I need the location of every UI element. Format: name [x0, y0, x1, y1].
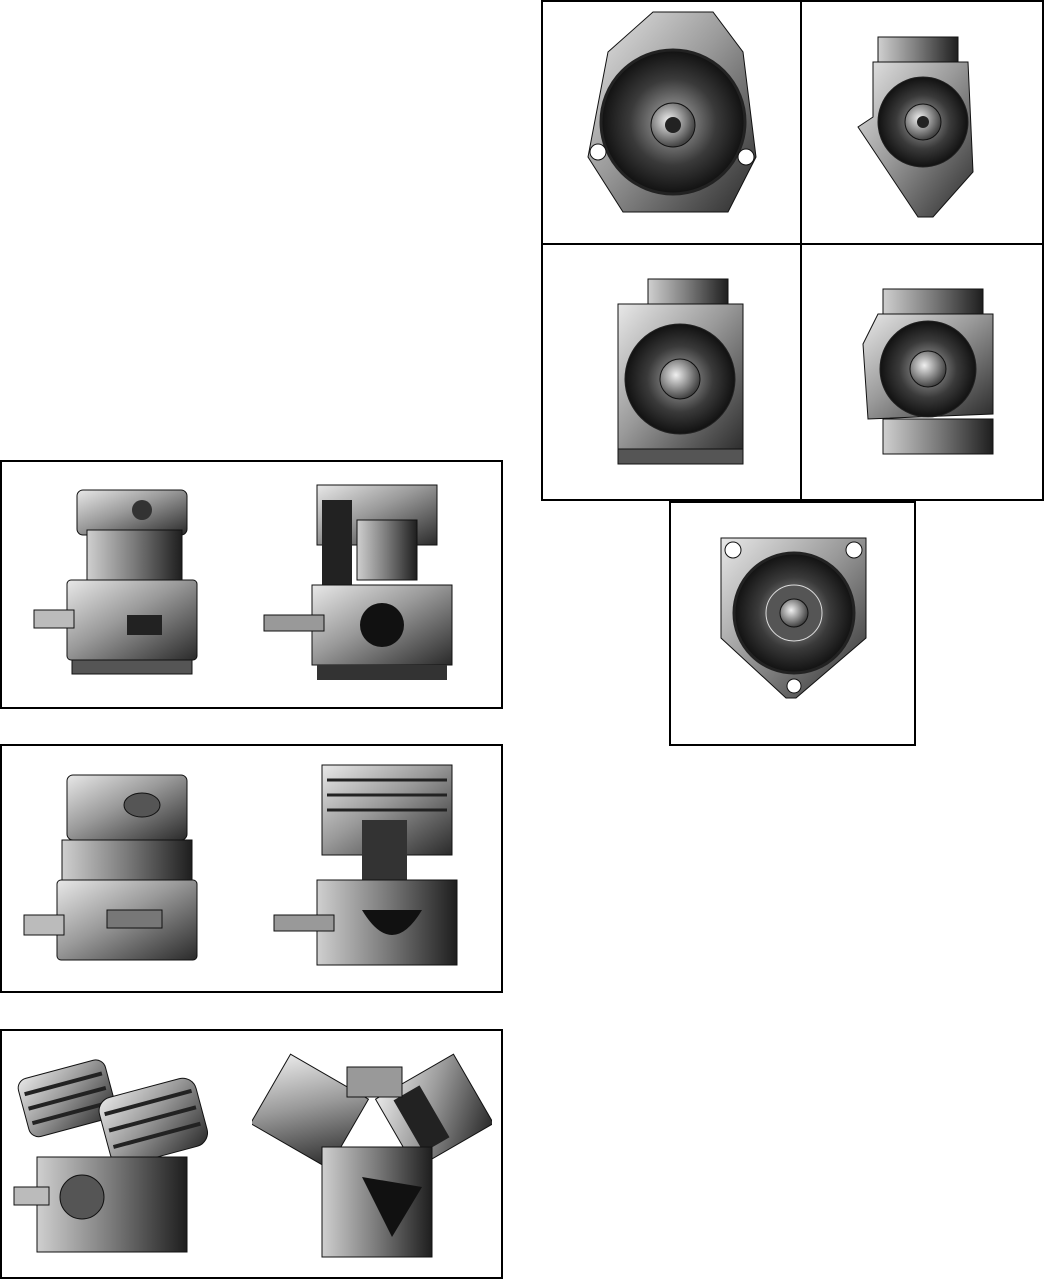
compressor-cutaway-icon [262, 480, 462, 690]
flange-mount-triangular-icon [711, 528, 876, 703]
mounting-view-bottom [669, 501, 916, 746]
compressor-cutaway-icon [272, 760, 472, 980]
v-twin-compressor-cutaway-icon [252, 1037, 492, 1272]
v-twin-compressor-exterior-icon [12, 1047, 212, 1267]
base-mount-front-icon [613, 274, 748, 469]
mounting-views-grid [541, 0, 1044, 501]
flange-mount-round-icon [578, 7, 768, 232]
compressor-exterior-icon [32, 480, 212, 690]
compressor-exterior-icon [22, 760, 212, 980]
base-mount-flange-icon [858, 284, 998, 464]
flange-mount-side-icon [848, 32, 998, 222]
compressor-panel-3 [0, 1029, 503, 1279]
compressor-panel-2 [0, 744, 503, 993]
compressor-panel-1 [0, 460, 503, 709]
